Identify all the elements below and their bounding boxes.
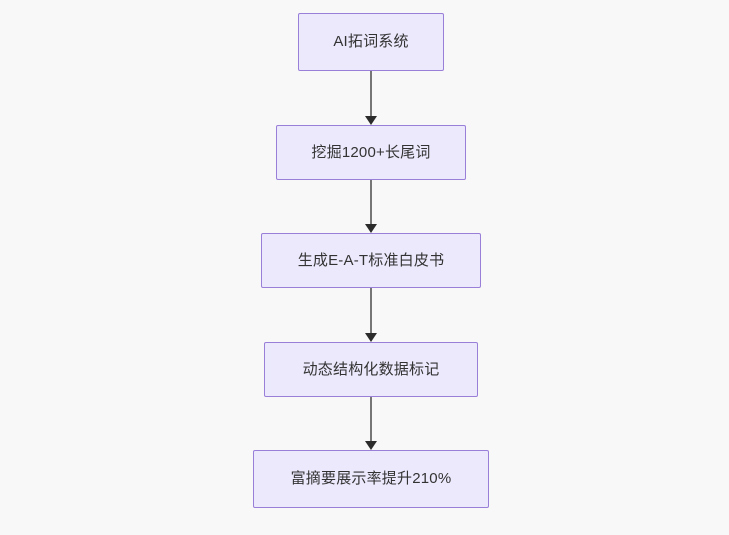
flowchart-connector-3-to-4: [364, 397, 378, 450]
connector-line: [370, 180, 372, 225]
arrowhead-down-icon: [365, 333, 377, 342]
flowchart-node-ai-keyword-system[interactable]: AI拓词系统: [298, 13, 444, 71]
flowchart-connector-1-to-2: [364, 180, 378, 233]
flowchart-connector-2-to-3: [364, 288, 378, 342]
connector-line: [370, 288, 372, 334]
flowchart-node-eat-whitepaper[interactable]: 生成E-A-T标准白皮书: [261, 233, 481, 288]
node-label: 富摘要展示率提升210%: [290, 470, 452, 487]
connector-line: [370, 397, 372, 442]
node-label: 生成E-A-T标准白皮书: [297, 251, 445, 269]
node-label: 挖掘1200+长尾词: [311, 143, 431, 161]
flowchart-node-longtail-keywords[interactable]: 挖掘1200+长尾词: [276, 125, 466, 180]
connector-line: [370, 71, 372, 117]
node-label: 动态结构化数据标记: [302, 360, 440, 378]
arrowhead-down-icon: [365, 224, 377, 233]
flowchart-node-structured-data-markup[interactable]: 动态结构化数据标记: [264, 342, 478, 397]
arrowhead-down-icon: [365, 441, 377, 450]
arrowhead-down-icon: [365, 116, 377, 125]
flowchart-node-rich-snippet-result[interactable]: 富摘要展示率提升210%: [253, 450, 489, 508]
flowchart-connector-0-to-1: [364, 71, 378, 125]
node-label: AI拓词系统: [333, 33, 409, 50]
